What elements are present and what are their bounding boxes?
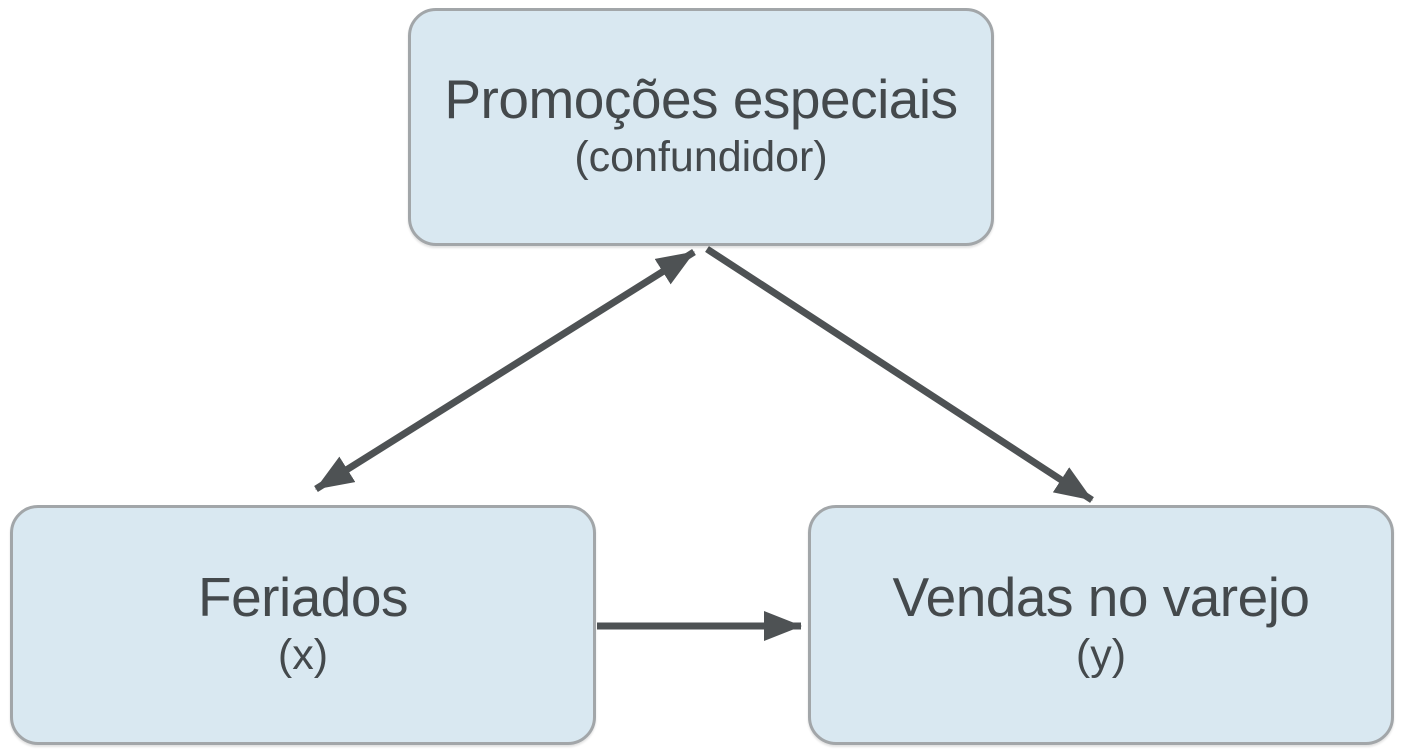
node-y-vendas: Vendas no varejo (y) <box>808 505 1394 745</box>
node-y-subtitle: (y) <box>1075 630 1127 679</box>
node-x-feriados: Feriados (x) <box>10 505 596 745</box>
node-confounder-title: Promoções especiais <box>444 68 958 131</box>
node-confounder: Promoções especiais (confundidor) <box>408 8 994 246</box>
node-x-subtitle: (x) <box>277 630 329 679</box>
node-x-title: Feriados <box>198 566 408 629</box>
node-y-title: Vendas no varejo <box>892 566 1310 629</box>
edge-x-confounder-bidirectional-arrow <box>314 249 696 492</box>
node-confounder-subtitle: (confundidor) <box>574 132 828 181</box>
edge-confounder-y-arrow <box>705 246 1094 503</box>
